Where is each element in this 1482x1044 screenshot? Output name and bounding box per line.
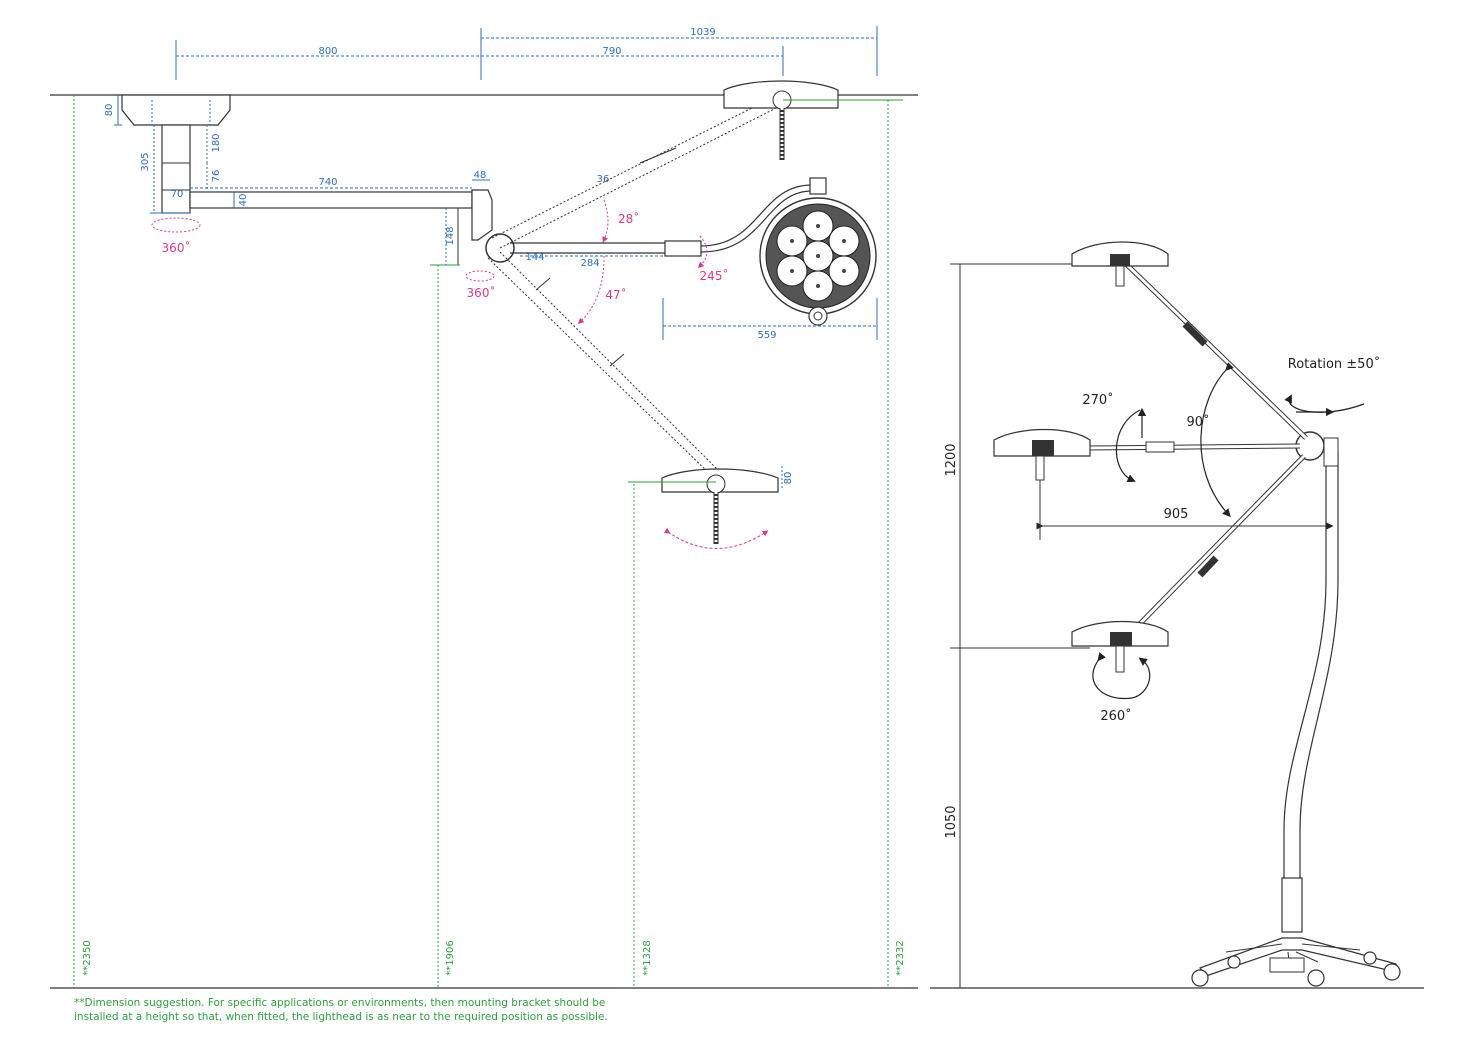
dim-spring-arm: 284 bbox=[580, 258, 599, 269]
angle-elbow-rotation: 360˚ bbox=[467, 285, 496, 300]
angle-yoke: 245˚ bbox=[700, 268, 729, 283]
mobile-angle-bottom: 260˚ bbox=[1100, 708, 1131, 724]
height-2332: **2332 bbox=[895, 940, 906, 975]
dim-column: 305 bbox=[140, 152, 151, 171]
angle-mount-rotation: 360˚ bbox=[162, 240, 191, 255]
dim-joint: 76 bbox=[211, 170, 222, 183]
dim-arm-length: 740 bbox=[318, 177, 337, 188]
dim-arm-offset: 70 bbox=[171, 189, 184, 200]
mobile-stand-view: 1200 1050 bbox=[930, 241, 1424, 989]
mobile-height-lower: 1050 bbox=[944, 805, 959, 838]
mobile-rotation: Rotation ±50˚ bbox=[1288, 356, 1380, 372]
dim-tube: 180 bbox=[211, 133, 222, 152]
dim-lighthead-reach: 790 bbox=[602, 46, 621, 57]
dim-segment: 36 bbox=[597, 174, 610, 185]
mobile-angle-arm: 90˚ bbox=[1186, 414, 1209, 430]
dim-pivot: 144 bbox=[525, 252, 544, 263]
dim-total-reach: 1039 bbox=[690, 27, 715, 38]
ceiling-mount-view: 800 790 1039 bbox=[50, 26, 918, 989]
dim-elbow-height: 148 bbox=[445, 226, 456, 245]
footnote: **Dimension suggestion. For specific app… bbox=[74, 996, 674, 1024]
footnote-line-1: **Dimension suggestion. For specific app… bbox=[74, 997, 606, 1009]
dim-arm-thickness: 40 bbox=[238, 194, 249, 207]
height-2350: **2350 bbox=[82, 940, 93, 975]
dim-head-thickness: 80 bbox=[783, 472, 794, 485]
dim-head-diameter: 559 bbox=[757, 330, 776, 341]
dim-elbow-top: 48 bbox=[474, 170, 487, 181]
height-1906: **1906 bbox=[445, 940, 456, 975]
lighthead-front bbox=[759, 197, 877, 326]
mobile-reach: 905 bbox=[1164, 507, 1189, 522]
dim-arm-reach: 800 bbox=[318, 46, 337, 57]
mobile-height-upper: 1200 bbox=[944, 443, 959, 476]
mobile-angle-head: 270˚ bbox=[1082, 392, 1113, 408]
height-1328: **1328 bbox=[642, 940, 653, 975]
footnote-line-2: installed at a height so that, when fitt… bbox=[74, 1011, 608, 1023]
angle-up: 28˚ bbox=[618, 211, 639, 226]
angle-down: 47˚ bbox=[605, 287, 626, 302]
dim-plate: 80 bbox=[104, 104, 115, 117]
